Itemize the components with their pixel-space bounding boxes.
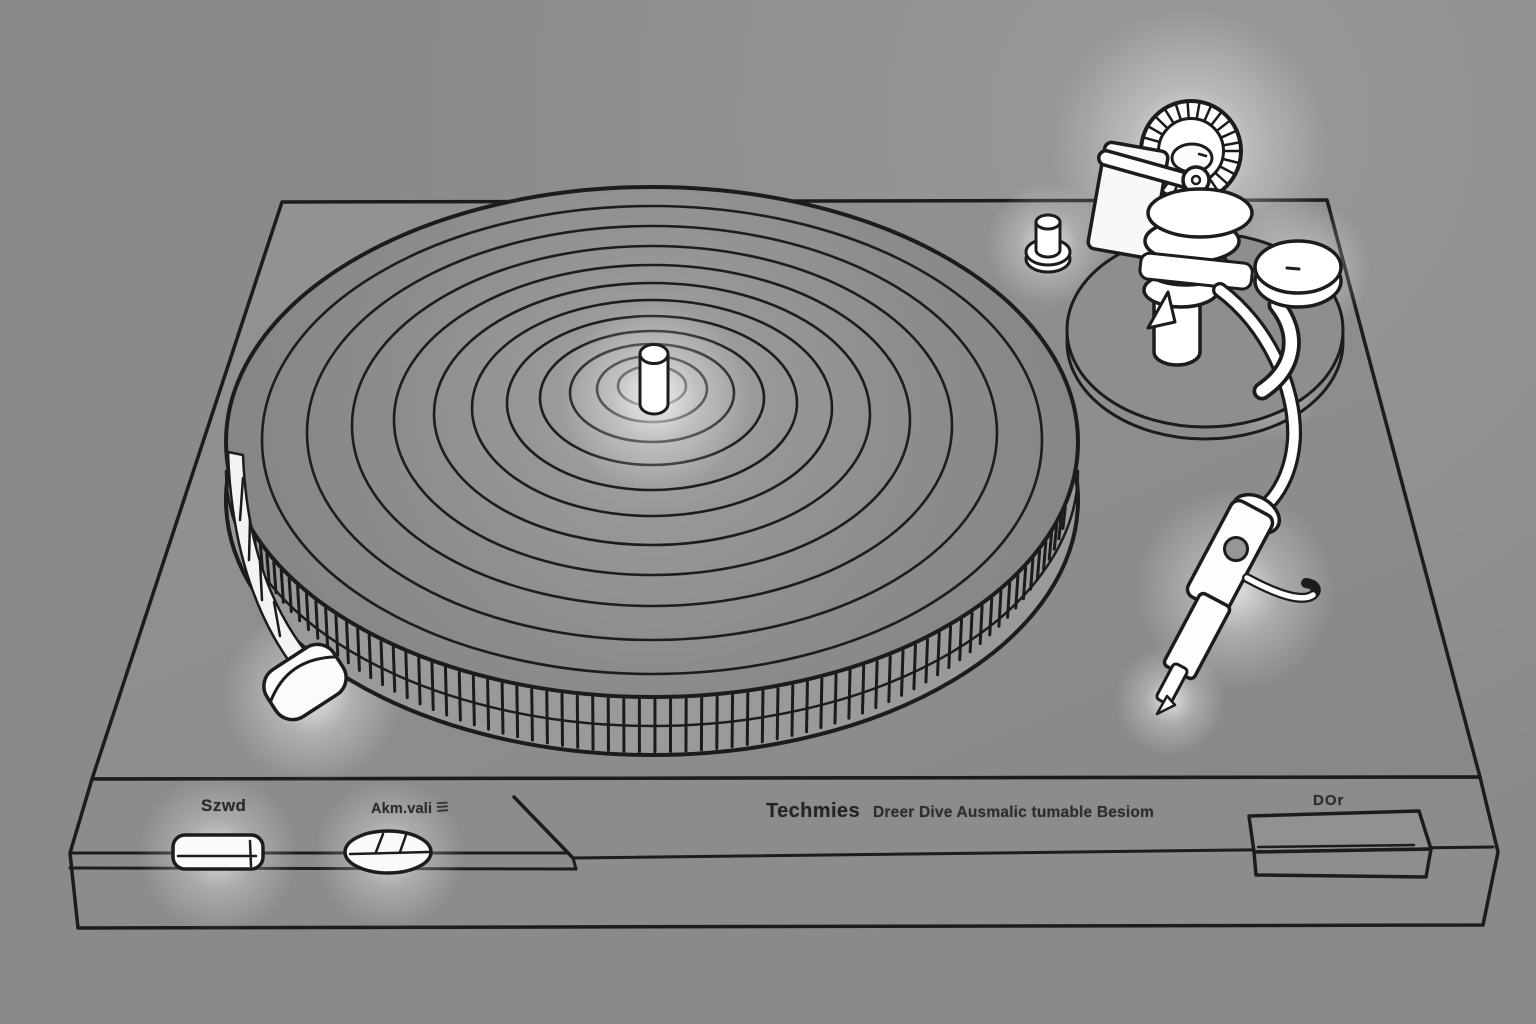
door-label: DOr [1313,792,1345,809]
headshell-hole [1223,536,1249,562]
door-button [1247,809,1433,879]
tonearm-assembly [1086,99,1343,716]
speed-lines-icon: ≡ [435,793,450,820]
pivot-strap [1138,251,1254,330]
cartridge [1155,591,1232,716]
stylus [1155,694,1177,716]
speed-label: Akm.vali [371,801,433,817]
headshell [1185,498,1321,614]
pitch-knob [1024,213,1072,274]
rim-highlight-ticks [238,476,282,638]
power-button [171,833,265,871]
tonearm-tube [1212,282,1303,520]
speed-selector [343,829,433,875]
adapter-puck [1253,239,1343,309]
balance-lever [1097,149,1211,195]
platter [224,185,1080,757]
cue-button [262,642,348,722]
armrest-hook [1252,295,1301,401]
brand-text: Techmies [766,800,860,822]
model-text: Dreer Dive Ausmalic tumable Besiom [873,804,1155,821]
rim-ticks [238,505,1067,753]
spindle [638,343,670,416]
platter-rim-midline [224,469,1080,728]
finger-lift [1242,573,1321,603]
power-label: Szwd [201,796,247,815]
